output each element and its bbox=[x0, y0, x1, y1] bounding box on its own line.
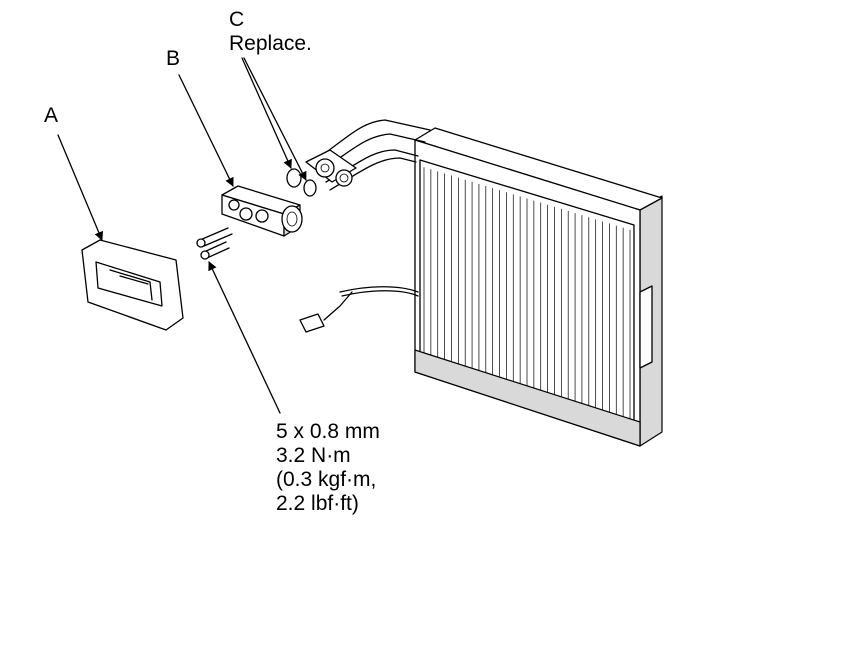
bolt-head-upper bbox=[196, 238, 206, 248]
callout-c-note: Replace. bbox=[229, 32, 312, 55]
torque-lbfft: 2.2 lbf·ft) bbox=[276, 492, 359, 515]
pipe-port-upper bbox=[315, 158, 335, 178]
callout-c: C bbox=[229, 8, 245, 31]
insulator-a bbox=[81, 239, 184, 331]
bolt-head-lower bbox=[200, 250, 210, 260]
callout-a: A bbox=[44, 104, 59, 127]
refrigerant-pipes bbox=[305, 119, 431, 191]
callout-b: B bbox=[166, 47, 181, 70]
expansion-valve bbox=[221, 185, 303, 237]
leader-arrow-torque bbox=[208, 261, 281, 414]
mounting-bolts bbox=[196, 227, 233, 260]
torque-kgfm: (0.3 kgf·m, bbox=[276, 468, 377, 491]
leader-arrow-b bbox=[178, 74, 234, 187]
o-ring-lower bbox=[303, 179, 317, 197]
sensor-connector bbox=[299, 313, 325, 333]
evaporator-core bbox=[414, 127, 663, 447]
expansion-valve-cap bbox=[281, 205, 303, 233]
o-ring-upper bbox=[286, 168, 302, 188]
leader-arrow-c2 bbox=[243, 57, 307, 181]
evaporator-fins bbox=[423, 167, 631, 425]
o-rings bbox=[286, 168, 317, 197]
leader-arrow-c1 bbox=[241, 57, 292, 169]
evaporator-side-bracket bbox=[639, 285, 653, 369]
leader-arrow-a bbox=[57, 134, 104, 241]
pipe-port-lower bbox=[335, 169, 353, 187]
temperature-sensor bbox=[299, 286, 419, 333]
evaporator-bottom-tank bbox=[414, 349, 641, 447]
torque-size: 5 x 0.8 mm bbox=[276, 420, 380, 443]
torque-nm: 3.2 N·m bbox=[276, 444, 351, 467]
